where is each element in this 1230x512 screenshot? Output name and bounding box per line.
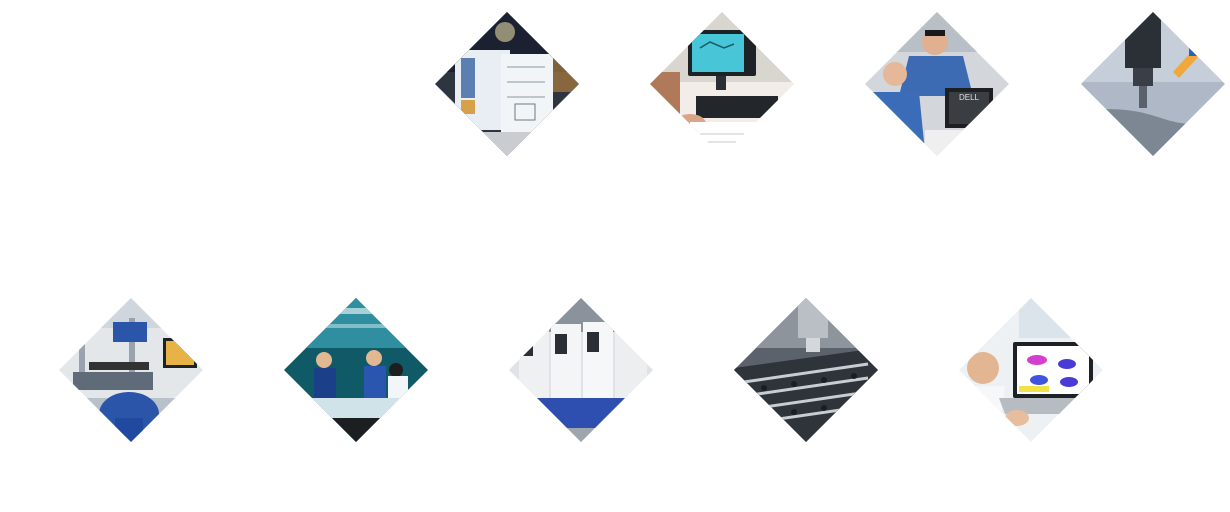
engineers-team-icon: DELL	[865, 12, 1009, 156]
gallery-tile-laptop-3d-model[interactable]	[959, 298, 1103, 442]
gallery-tile-assembly-cleanroom[interactable]	[284, 298, 428, 442]
gallery-tile-measurement-lab[interactable]	[59, 298, 203, 442]
cnc-spindle-icon	[1081, 12, 1225, 156]
laptop-3d-model-icon	[959, 298, 1103, 442]
metal-mold-plate-icon	[734, 298, 878, 442]
assembly-cleanroom-icon	[284, 298, 428, 442]
engineering-drawings-icon	[435, 12, 579, 156]
svg-text:DELL: DELL	[959, 93, 980, 102]
gallery-tile-cnc-spindle[interactable]	[1081, 12, 1225, 156]
gallery-tile-machining-centers[interactable]	[509, 298, 653, 442]
measurement-lab-icon	[59, 298, 203, 442]
cad-design-workstation-icon	[650, 12, 794, 156]
gallery-tile-engineers-team[interactable]: DELL	[865, 12, 1009, 156]
gallery-tile-cad-workstation[interactable]	[650, 12, 794, 156]
machining-centers-icon	[509, 298, 653, 442]
gallery-tile-metal-mold-plate[interactable]	[734, 298, 878, 442]
gallery-tile-engineering-drawings[interactable]	[435, 12, 579, 156]
